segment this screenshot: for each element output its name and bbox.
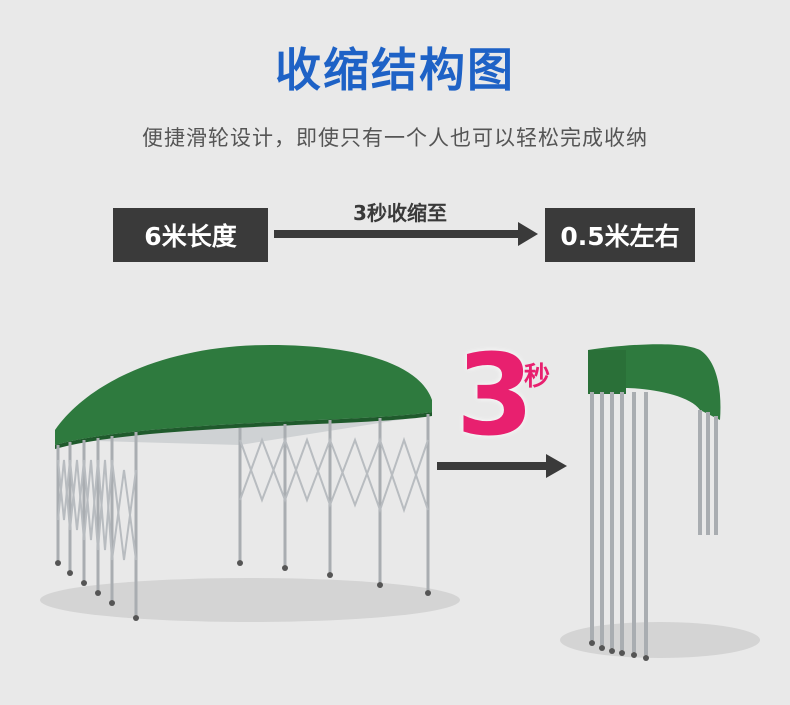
page-subtitle: 便捷滑轮设计，即使只有一个人也可以轻松完成收纳	[142, 126, 648, 150]
extended-tent-image	[40, 345, 460, 622]
seconds-unit: 秒	[524, 362, 551, 392]
before-length-label: 6米长度	[113, 208, 268, 262]
bottom-arrow-icon	[437, 454, 567, 478]
folded-tent-image	[560, 344, 760, 661]
arrow-caption: 3秒收缩至	[353, 201, 447, 225]
page-title: 收缩结构图	[275, 43, 515, 97]
seconds-number: 3	[456, 331, 534, 461]
after-length-label: 0.5米左右	[545, 208, 695, 262]
top-arrow-icon	[274, 222, 538, 246]
